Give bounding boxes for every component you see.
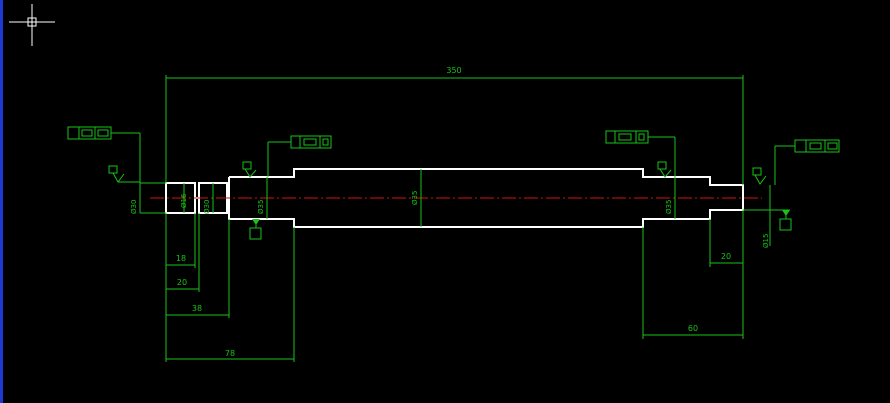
dia-15-label: Ø15 [762,234,770,248]
dia-30-mid-label: Ø30 [203,200,211,214]
dia-35-right-label: Ø35 [665,200,673,214]
dim-18-label: 18 [176,254,186,263]
dim-20-right-label: 20 [721,252,731,261]
dim-78[interactable]: 78 [166,227,295,362]
dim-60-label: 60 [688,324,698,333]
dim-60[interactable]: 60 [642,210,744,339]
viewport-edge [0,0,3,403]
dim-overall-label: 350 [446,66,461,75]
crosshair-cursor-icon [9,4,55,46]
tolerance-frame-left[interactable] [67,126,141,183]
dia-16[interactable]: Ø16 [180,183,188,213]
datum-left[interactable] [108,165,140,183]
dim-20-label: 20 [177,278,187,287]
dia-35-left-label: Ø35 [257,200,265,214]
dia-16-label: Ø16 [180,193,188,208]
tolerance-frame-right[interactable] [605,130,676,177]
dia-35-main[interactable]: Ø35 [411,169,422,227]
datum-right-mid[interactable] [657,161,672,178]
dim-18[interactable]: 18 [165,213,196,362]
tolerance-frame-mid[interactable] [267,135,332,177]
dim-38[interactable]: 38 [166,219,230,318]
dim-78-label: 78 [225,349,235,358]
dia-35-right[interactable]: Ø35 [665,177,676,219]
tolerance-frame-far-right[interactable] [774,139,840,185]
dia-30-left[interactable]: Ø30 [130,182,166,214]
datum-mid[interactable] [242,161,262,240]
dia-30-left-label: Ø30 [130,200,138,214]
datum-far-right[interactable] [752,167,792,231]
dim-38-label: 38 [192,304,202,313]
dia-35-left[interactable]: Ø35 [257,177,268,219]
dia-35-main-label: Ø35 [411,191,419,205]
dia-15[interactable]: Ø15 [743,185,790,248]
dim-20-right[interactable]: 20 [709,219,743,267]
dim-overall[interactable]: 350 [165,66,744,185]
dia-30-mid[interactable]: Ø30 [203,183,214,214]
dim-20[interactable]: 20 [166,213,200,292]
